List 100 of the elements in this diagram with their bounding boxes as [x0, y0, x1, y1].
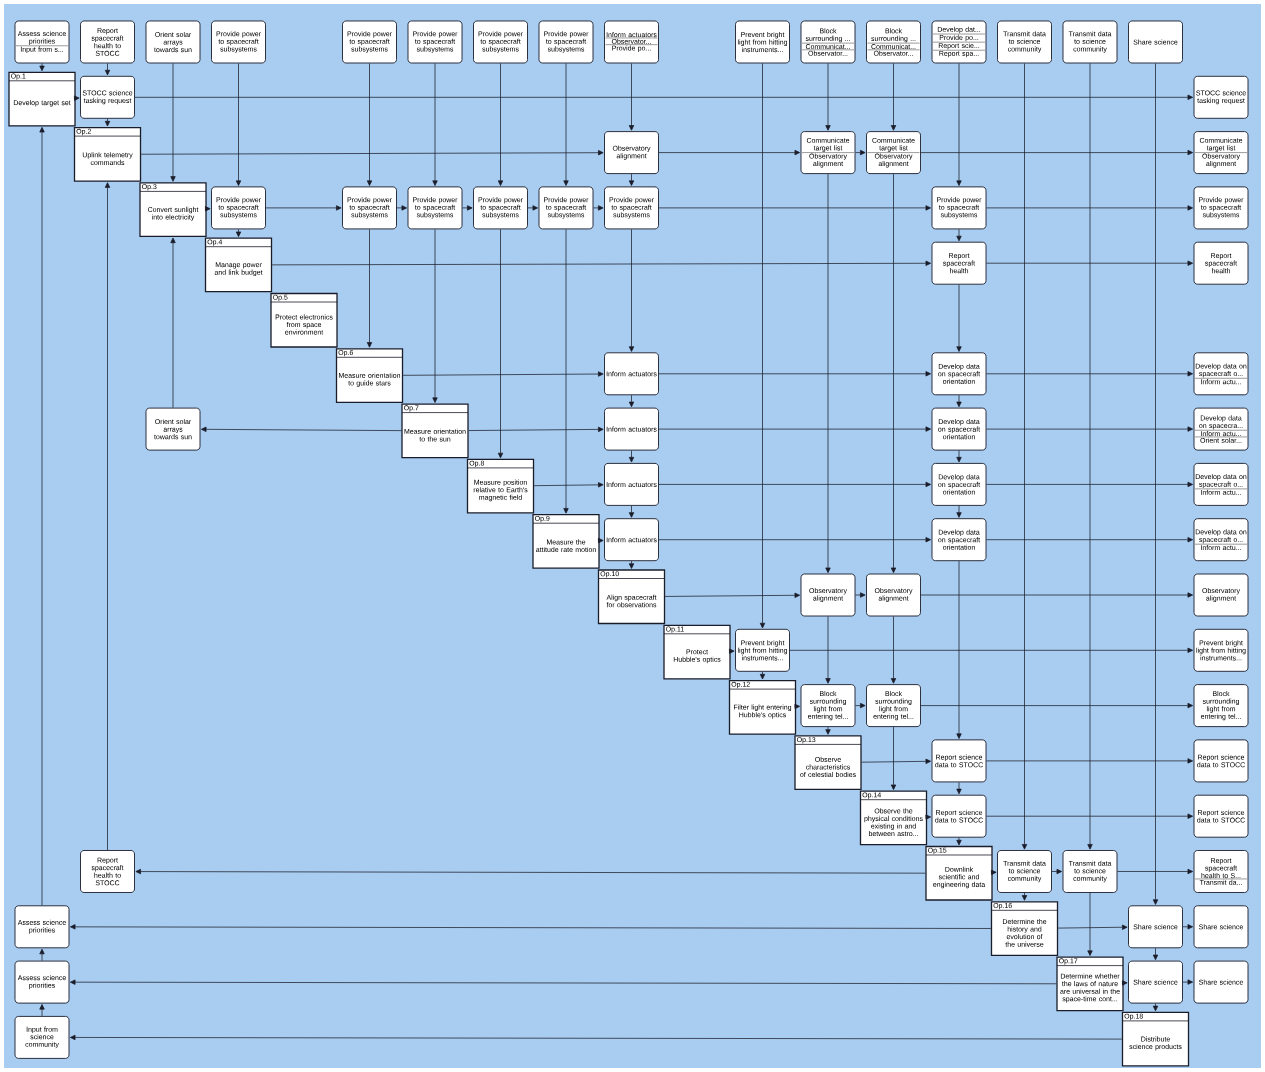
arrow [170, 237, 176, 409]
arrow [986, 426, 1194, 432]
arrow [986, 205, 1194, 211]
arrow [658, 426, 932, 432]
arrow [956, 284, 962, 352]
arrow [890, 726, 897, 791]
arrow [956, 228, 962, 242]
arrow [956, 837, 962, 846]
arrow [628, 228, 635, 352]
arrow [658, 537, 932, 543]
arrow [1182, 979, 1194, 985]
arrow [628, 450, 635, 463]
arrow [825, 726, 831, 735]
arrow [39, 1004, 45, 1017]
arrow [825, 616, 831, 684]
arrow [1117, 868, 1194, 875]
arrow [920, 702, 1194, 709]
arrow [986, 537, 1194, 543]
arrow [1182, 924, 1194, 930]
arrow [396, 205, 408, 211]
arrow [1021, 63, 1028, 850]
arrow [794, 703, 801, 710]
arrow [855, 149, 866, 156]
arrow [134, 94, 1194, 100]
arrow [855, 702, 866, 709]
arrow [104, 118, 111, 127]
arrow [990, 869, 997, 875]
arrow [170, 63, 176, 182]
arrow [235, 63, 242, 186]
arrow [1057, 924, 1128, 930]
arrow [956, 560, 962, 739]
arrow [235, 228, 242, 238]
arrow [956, 63, 962, 186]
arrow [628, 63, 635, 131]
arrow [1152, 63, 1159, 905]
arrow [1021, 892, 1028, 901]
arrow [462, 205, 473, 211]
arrow [366, 63, 373, 186]
arrow [104, 63, 111, 76]
arrow [563, 228, 569, 514]
arrow [432, 228, 438, 403]
arrow [658, 481, 932, 488]
arrow [890, 63, 897, 131]
arrow [628, 394, 635, 408]
arrow [468, 426, 604, 433]
arrow [201, 426, 402, 432]
arrow [956, 450, 962, 463]
arrow [986, 481, 1194, 488]
arrow [73, 95, 80, 101]
arrow [265, 205, 342, 211]
arrow [204, 206, 211, 212]
arrow [563, 63, 569, 186]
arrow [986, 758, 1194, 764]
arrow [140, 150, 604, 156]
arrow [628, 173, 635, 186]
arrow [658, 149, 801, 156]
arrow [825, 63, 831, 131]
arrow [1152, 947, 1159, 961]
arrow [890, 173, 897, 574]
arrow [135, 868, 926, 875]
arrow [956, 394, 962, 408]
arrow [432, 63, 438, 186]
arrow [759, 671, 766, 680]
arrow [527, 205, 539, 211]
arrow [597, 537, 604, 544]
arrow [628, 560, 635, 569]
arrow [861, 758, 932, 764]
arrow [1051, 868, 1063, 875]
arrow [497, 228, 504, 459]
arrow [39, 948, 45, 962]
arrow [1152, 1003, 1159, 1012]
arrow [39, 126, 45, 906]
arrow [855, 592, 866, 598]
arrow [925, 814, 932, 820]
arrow [986, 260, 1194, 266]
arrow [728, 648, 735, 654]
arrow [104, 182, 111, 851]
arrow [70, 979, 1057, 985]
arrow [759, 63, 766, 629]
arrow [70, 924, 992, 930]
arrow [920, 149, 1194, 156]
arrow [789, 647, 1194, 653]
arrow [1087, 63, 1093, 850]
arrow [956, 505, 962, 518]
arrow [366, 228, 373, 348]
arrow [533, 482, 604, 488]
arrow [664, 592, 801, 598]
arrow [658, 205, 932, 211]
arrow [890, 616, 897, 684]
arrow [402, 371, 604, 377]
arrow [1087, 892, 1093, 956]
arrow [658, 371, 932, 377]
arrow [497, 63, 504, 186]
arrow [986, 371, 1194, 377]
arrow [920, 592, 1194, 598]
arrow [825, 173, 831, 574]
arrow [628, 505, 635, 518]
arrow [271, 260, 932, 266]
arrow [956, 781, 962, 795]
arrow [39, 63, 45, 72]
